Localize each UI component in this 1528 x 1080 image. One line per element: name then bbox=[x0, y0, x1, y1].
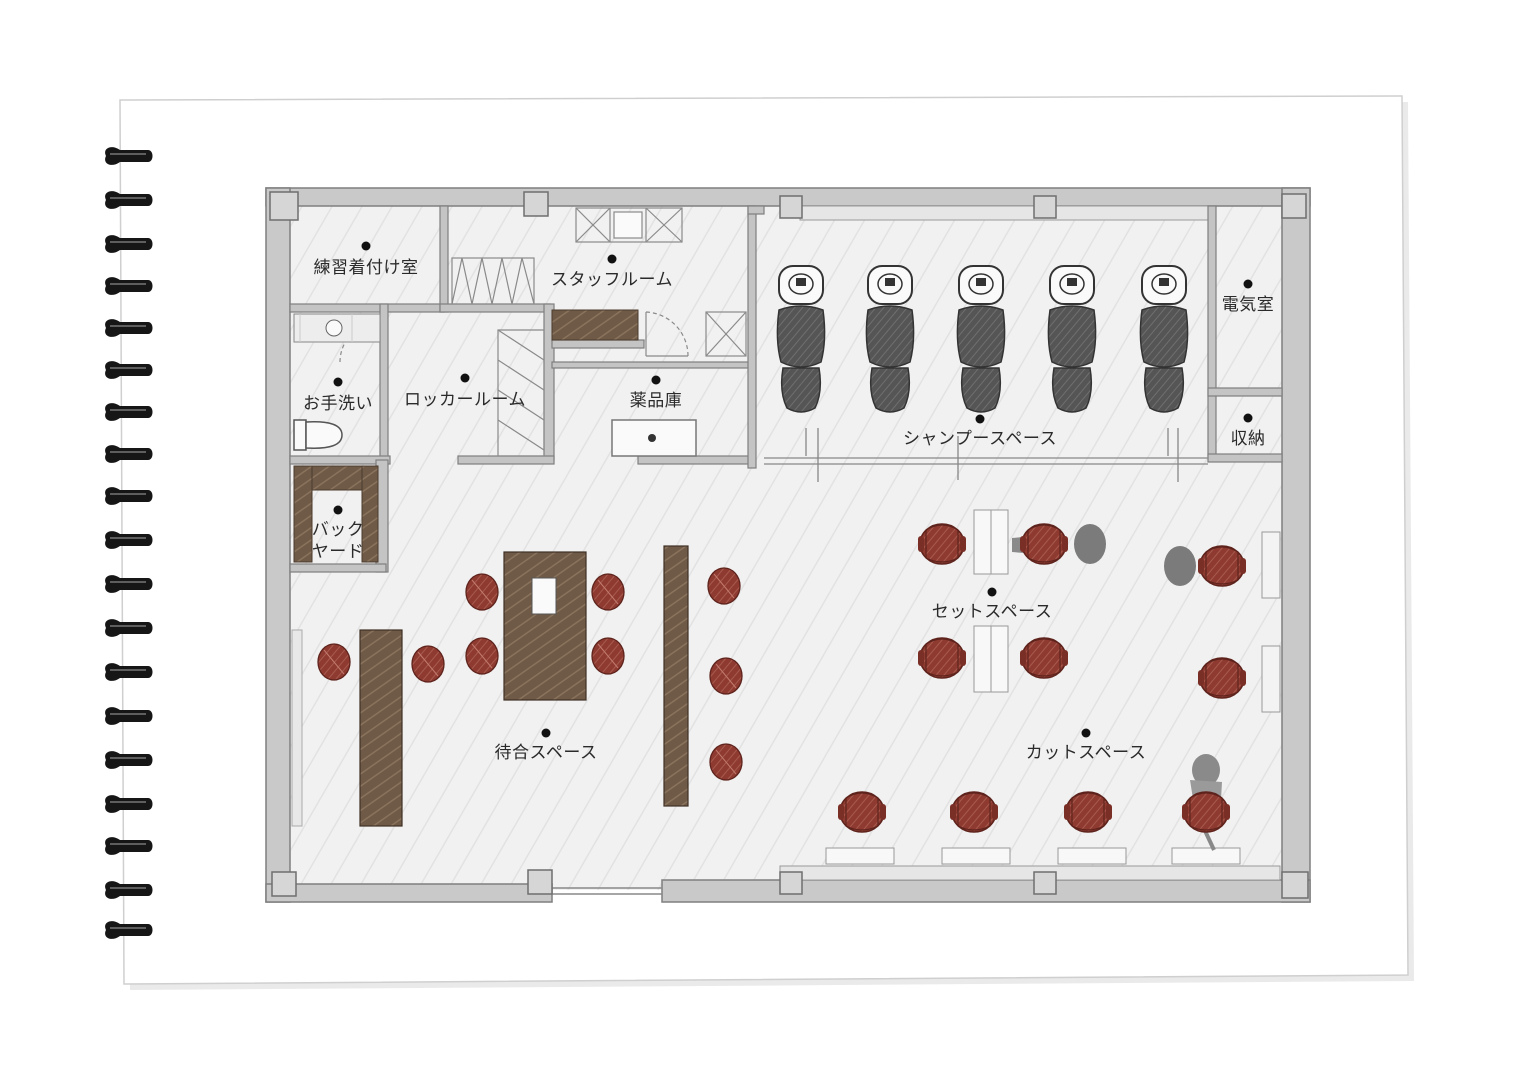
backyard-label-line1: バック bbox=[311, 520, 365, 540]
electric-room-label: 電気室 bbox=[1221, 295, 1275, 315]
label-dot bbox=[333, 505, 343, 515]
label-dot bbox=[361, 241, 371, 251]
label-dot bbox=[975, 414, 985, 424]
staff-shelf bbox=[551, 309, 639, 341]
locker-room-label: ロッカールーム bbox=[404, 390, 526, 410]
backyard-label-line2: ヤード bbox=[311, 542, 365, 562]
entrance-door bbox=[552, 887, 662, 895]
label-dot bbox=[1243, 279, 1253, 289]
shampoo-partition bbox=[764, 428, 1208, 482]
storage-label: 収納 bbox=[1230, 429, 1266, 449]
cut-space-label: カットスペース bbox=[1025, 743, 1147, 763]
waiting-tables bbox=[359, 545, 689, 827]
interior-walls bbox=[289, 205, 1283, 573]
label-dot bbox=[987, 587, 997, 597]
label-dot bbox=[541, 728, 551, 738]
toilet-icon bbox=[293, 419, 343, 451]
label-dot bbox=[1081, 728, 1091, 738]
set-mirrors bbox=[825, 509, 1241, 865]
medicine-storage-label: 薬品庫 bbox=[629, 391, 683, 411]
label-dot bbox=[1243, 413, 1253, 423]
label-dot bbox=[460, 373, 470, 383]
label-dot bbox=[607, 254, 617, 264]
structural-columns bbox=[269, 191, 1309, 899]
hand-wash-label: お手洗い bbox=[303, 394, 373, 414]
label-dot bbox=[651, 375, 661, 385]
waiting-space-label: 待合スペース bbox=[494, 743, 598, 763]
practice-room-label: 練習着付け室 bbox=[313, 258, 419, 278]
staff-room-fixtures bbox=[339, 207, 747, 457]
shampoo-space-label: シャンプースペース bbox=[902, 429, 1058, 449]
sink-icon bbox=[611, 419, 697, 457]
backyard-shelves bbox=[293, 465, 379, 563]
hand-wash-fixtures bbox=[293, 313, 381, 343]
staff-room-label: スタッフルーム bbox=[551, 270, 673, 290]
set-space-label: セットスペース bbox=[931, 602, 1053, 622]
label-dot bbox=[333, 377, 343, 387]
